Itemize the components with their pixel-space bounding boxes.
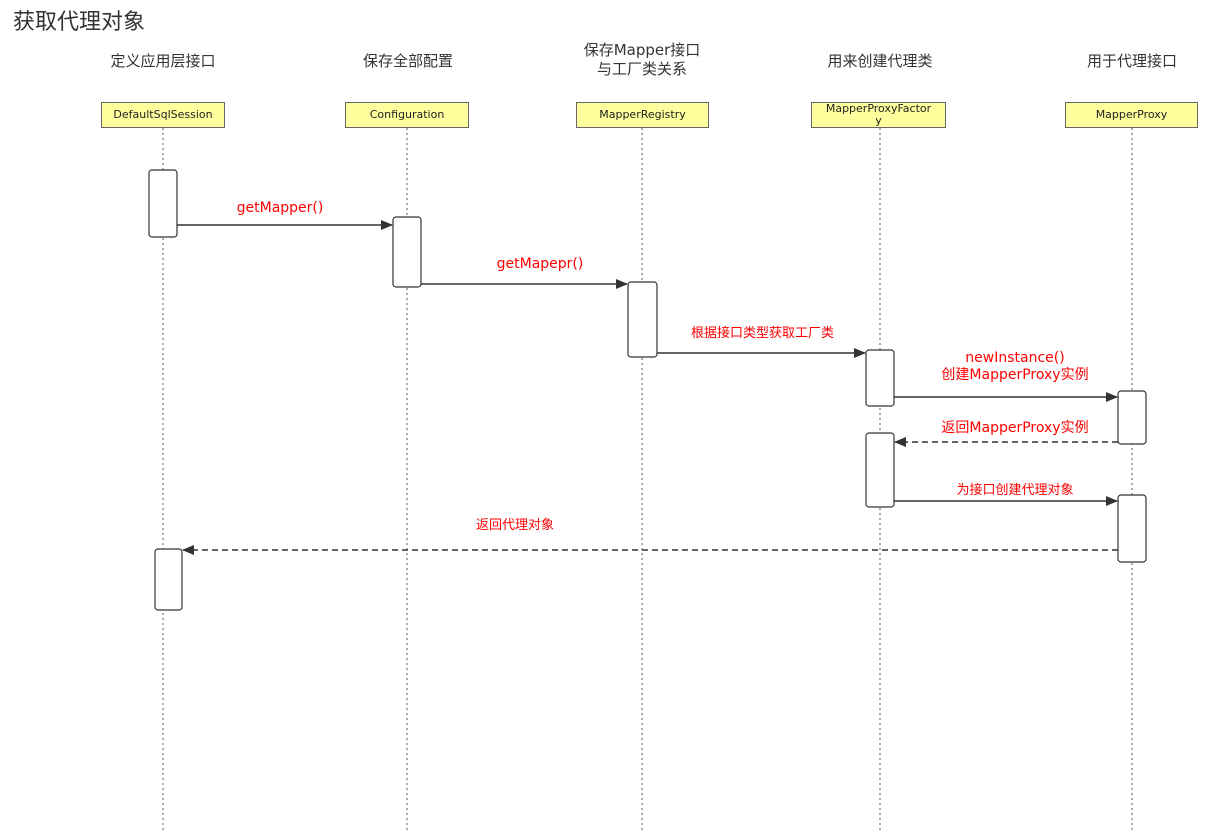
participant-description-mapperproxyfactory: 用来创建代理类	[827, 52, 933, 70]
activation-defaultsqlsession-2	[154, 548, 183, 611]
participant-box-mapperproxy: MapperProxy	[1065, 102, 1198, 128]
message-label-1: getMapper()	[236, 200, 324, 216]
activation-configuration	[392, 216, 422, 288]
message-label-4-line1: newInstance()	[965, 350, 1065, 366]
participant-name-mapperproxyfactory-line1: MapperProxyFactor	[825, 102, 932, 115]
message-label-6: 为接口创建代理对象	[956, 483, 1074, 498]
participant-description-mapperregistry-line2: 与工厂类关系	[596, 60, 687, 78]
activation-mapperproxy-2	[1117, 494, 1147, 563]
participant-description-mapperregistry-line1: 保存Mapper接口	[583, 41, 701, 59]
activation-mapperregistry	[627, 281, 658, 358]
message-label-2: getMapepr()	[496, 256, 584, 272]
message-label-4-line2: 创建MapperProxy实例	[941, 367, 1089, 383]
activation-mapperproxyfactory-2	[865, 432, 895, 508]
participant-name-mapperproxyfactory-line2: y	[875, 114, 882, 127]
diagram-title: 获取代理对象	[13, 10, 146, 35]
participant-box-mapperregistry: MapperRegistry	[576, 102, 709, 128]
participant-box-configuration: Configuration	[345, 102, 469, 128]
message-label-4: newInstance() 创建MapperProxy实例	[915, 350, 1115, 384]
activation-mapperproxy-1	[1117, 390, 1147, 445]
participant-description-mapperproxy: 用于代理接口	[1086, 52, 1177, 70]
activation-defaultsqlsession-1	[148, 169, 178, 238]
message-label-3: 根据接口类型获取工厂类	[690, 326, 834, 341]
message-label-7: 返回代理对象	[475, 518, 554, 533]
participant-description-defaultsqlsession: 定义应用层接口	[110, 52, 216, 70]
participant-description-mapperregistry: 保存Mapper接口 与工厂类关系	[542, 41, 742, 79]
activation-mapperproxyfactory-1	[865, 349, 895, 407]
participant-box-mapperproxyfactory: MapperProxyFactor y	[811, 102, 946, 128]
message-label-5: 返回MapperProxy实例	[941, 420, 1089, 436]
participant-description-configuration: 保存全部配置	[362, 52, 453, 70]
participant-box-defaultsqlsession: DefaultSqlSession	[101, 102, 225, 128]
